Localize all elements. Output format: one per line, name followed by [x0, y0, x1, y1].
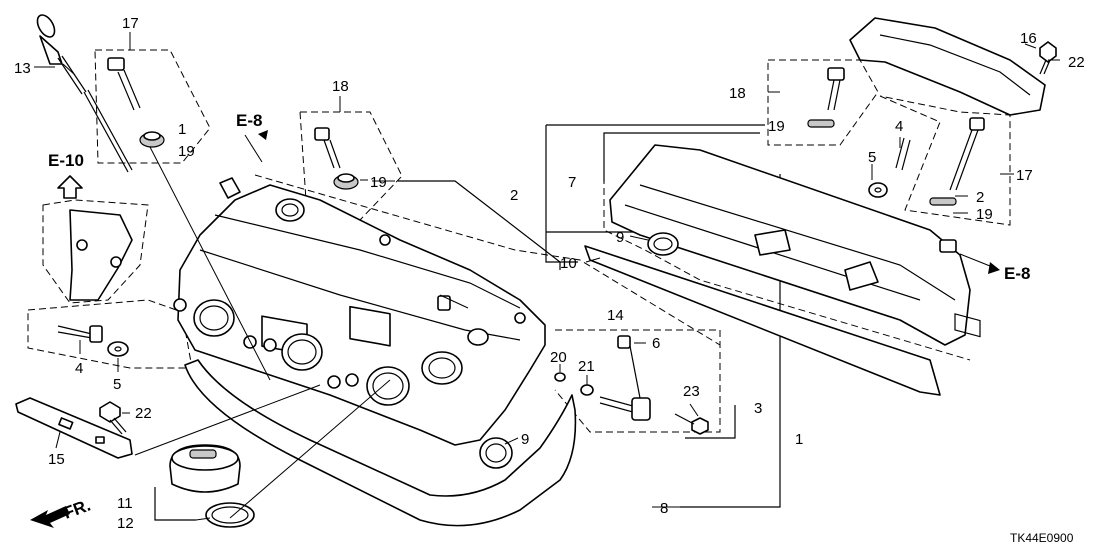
ignition-cover-16 — [849, 17, 1046, 338]
reference-labels: E-8 E-8 E-10 FR. TK44E0900 — [48, 111, 1074, 545]
callout-14: 14 — [607, 307, 624, 324]
front-arrow-icon — [30, 506, 70, 528]
leader-lines — [34, 32, 1060, 521]
callout-8: 8 — [660, 500, 668, 517]
bolt-group-18-mid — [314, 127, 359, 190]
callout-1-right: 1 — [795, 431, 803, 448]
arrow-right-icon — [988, 262, 1000, 274]
cover-bracket-15 — [15, 397, 133, 459]
bolt-group-17-right — [929, 117, 985, 206]
front-label: FR. — [61, 496, 93, 523]
bolt-group-14 — [554, 335, 709, 435]
reference-arrows — [244, 130, 1000, 274]
callout-16: 16 — [1020, 30, 1037, 47]
callout-12: 12 — [117, 515, 134, 532]
callout-15: 15 — [48, 451, 65, 468]
group-outlines — [27, 49, 1011, 433]
callout-5: 5 — [113, 376, 121, 393]
callout-9-rear: 9 — [616, 229, 624, 246]
callout-11: 11 — [117, 495, 133, 512]
callout-1: 1 — [178, 121, 186, 138]
callout-19-right: 19 — [768, 118, 785, 135]
callout-20: 20 — [550, 349, 567, 366]
callout-2-right: 2 — [976, 189, 984, 206]
arrow-up-right-icon — [258, 130, 268, 140]
callout-9-front: 9 — [521, 431, 529, 448]
callout-labels: 17 13 1 19 18 19 18 19 16 22 4 5 17 2 19… — [14, 15, 1085, 532]
ref-e10: E-10 — [48, 151, 84, 170]
bracket-e10 — [57, 175, 133, 301]
callout-19-right-lower: 19 — [976, 206, 993, 223]
bolt-group-left — [107, 57, 165, 148]
callout-19: 19 — [178, 143, 195, 160]
callout-23: 23 — [683, 383, 700, 400]
callout-7: 7 — [568, 174, 576, 191]
bolt-group-18-right — [807, 67, 845, 128]
callout-19-mid: 19 — [370, 174, 387, 191]
callout-18: 18 — [332, 78, 349, 95]
callout-4-right: 4 — [895, 118, 903, 135]
callout-6: 6 — [652, 335, 660, 352]
callout-5-right: 5 — [868, 149, 876, 166]
bolt-4-left — [57, 325, 129, 357]
valve-cover-front — [173, 177, 577, 527]
bracket-lines — [154, 124, 781, 521]
bolt-22-right — [1039, 41, 1057, 75]
callout-13: 13 — [14, 60, 31, 77]
up-arrow-icon — [57, 175, 83, 199]
callout-22: 22 — [135, 405, 152, 422]
callout-22-right: 22 — [1068, 54, 1085, 71]
ref-e8-top: E-8 — [236, 111, 262, 130]
callout-2: 2 — [510, 187, 518, 204]
oil-filler-cap — [169, 444, 255, 528]
diagram-code: TK44E0900 — [1010, 531, 1074, 545]
oil-dipstick — [36, 14, 133, 173]
front-arrow — [30, 506, 70, 528]
callout-4: 4 — [75, 360, 83, 377]
bolt-22-left — [99, 401, 127, 435]
callout-10: 10 — [560, 255, 577, 272]
callout-18-right: 18 — [729, 85, 746, 102]
callout-17: 17 — [122, 15, 139, 32]
bolt-4-right — [868, 137, 911, 198]
callout-3: 3 — [754, 400, 762, 417]
valve-cover-rear — [584, 144, 971, 396]
ref-e8-right: E-8 — [1004, 264, 1030, 283]
callout-17-right: 17 — [1016, 167, 1033, 184]
callout-21: 21 — [578, 358, 595, 375]
